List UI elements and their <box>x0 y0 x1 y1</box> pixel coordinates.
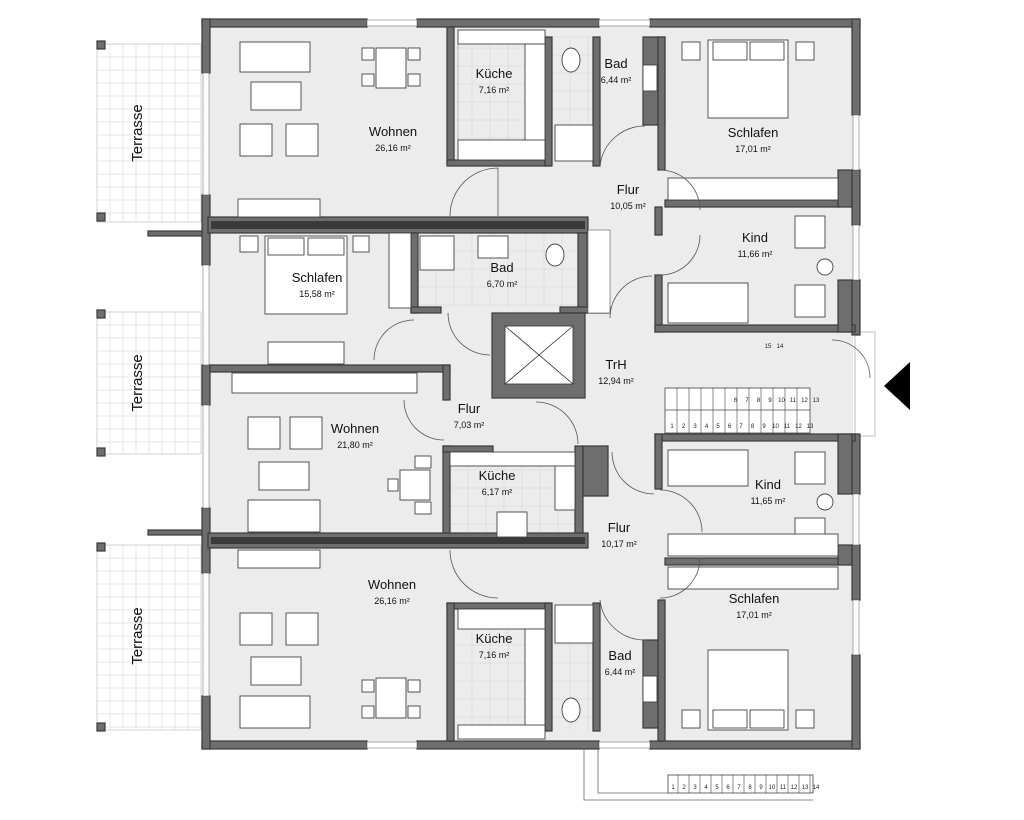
stair-step-number: 3 <box>693 424 697 430</box>
room-name: Bad <box>608 648 631 663</box>
stair-step-number: 9 <box>768 398 772 404</box>
terrace-label: Terrasse <box>129 104 146 162</box>
room-area: 10,05 m² <box>610 201 646 211</box>
stair-step-number: 12 <box>795 424 802 430</box>
terrace-grid-top <box>96 43 202 223</box>
exterior-walls <box>201 18 861 750</box>
room-name: Bad <box>604 56 627 71</box>
stair-step-number: 3 <box>693 785 697 791</box>
stair-step-number: 9 <box>759 785 763 791</box>
room-area: 6,70 m² <box>487 279 518 289</box>
stair-step-number: 11 <box>784 424 791 430</box>
stair-step-number: 6 <box>734 398 738 404</box>
room-name: Flur <box>617 182 640 197</box>
furniture <box>231 29 839 740</box>
stair-step-number: 4 <box>704 785 708 791</box>
entrance-arrow-icon <box>884 362 910 410</box>
interior-walls <box>207 26 856 742</box>
room-name: Wohnen <box>331 421 379 436</box>
terrace-grid-middle <box>96 311 202 455</box>
stair-step-number: 6 <box>726 785 730 791</box>
room-name: TrH <box>605 357 626 372</box>
stair-step-number: 5 <box>716 424 720 430</box>
stair-step-number: 13 <box>807 424 814 430</box>
stair-step-number: 10 <box>778 398 785 404</box>
room-area: 7,16 m² <box>479 650 510 660</box>
room-name: Küche <box>479 468 516 483</box>
exterior-stair <box>583 749 814 801</box>
stair-step-number: 13 <box>813 398 820 404</box>
room-name: Kind <box>742 230 768 245</box>
stair-step-number: 14 <box>777 344 784 350</box>
stair-step-number: 1 <box>670 424 674 430</box>
room-area: 12,94 m² <box>598 376 634 386</box>
room-name: Wohnen <box>369 124 417 139</box>
room-area: 15,58 m² <box>299 289 335 299</box>
stair-step-number: 4 <box>705 424 709 430</box>
stair-step-number: 13 <box>802 785 809 791</box>
room-area: 17,01 m² <box>736 610 772 620</box>
stair-step-number: 14 <box>813 785 820 791</box>
room-name: Küche <box>476 631 513 646</box>
room-name: Küche <box>476 66 513 81</box>
doors <box>373 125 871 641</box>
room-area: 7,16 m² <box>479 85 510 95</box>
terrace-grid-bottom <box>96 544 202 731</box>
windows <box>202 19 860 749</box>
stair-step-number: 10 <box>769 785 776 791</box>
room-area: 21,80 m² <box>337 440 373 450</box>
stair-step-number: 7 <box>739 424 743 430</box>
terrace-label: Terrasse <box>129 607 146 665</box>
stair-step-number: 8 <box>748 785 752 791</box>
room-area: 6,44 m² <box>601 75 632 85</box>
staircase <box>664 387 811 434</box>
stair-step-number: 7 <box>737 785 741 791</box>
stair-step-number: 5 <box>715 785 719 791</box>
stair-step-number: 8 <box>757 398 761 404</box>
room-area: 7,03 m² <box>454 420 485 430</box>
stair-step-number: 10 <box>772 424 779 430</box>
stair-step-number: 9 <box>762 424 766 430</box>
room-area: 6,17 m² <box>482 487 513 497</box>
room-area: 11,66 m² <box>738 249 773 259</box>
stair-step-number: 15 <box>765 344 772 350</box>
room-area: 11,65 m² <box>751 496 786 506</box>
room-name: Schlafen <box>729 591 780 606</box>
room-area: 17,01 m² <box>735 144 771 154</box>
room-name: Bad <box>490 260 513 275</box>
stair-step-number: 2 <box>682 424 686 430</box>
room-area: 6,44 m² <box>605 667 636 677</box>
room-name: Flur <box>608 520 631 535</box>
room-area: 26,16 m² <box>375 143 411 153</box>
room-area: 10,17 m² <box>601 539 637 549</box>
stair-step-number: 8 <box>751 424 755 430</box>
room-name: Wohnen <box>368 577 416 592</box>
stair-step-number: 7 <box>745 398 749 404</box>
stair-step-number: 11 <box>780 785 787 791</box>
stair-step-number: 11 <box>790 398 797 404</box>
stair-step-number: 6 <box>728 424 732 430</box>
stair-step-number: 12 <box>801 398 808 404</box>
room-name: Kind <box>755 477 781 492</box>
room-name: Flur <box>458 401 481 416</box>
room-area: 26,16 m² <box>374 596 410 606</box>
stair-step-number: 1 <box>671 785 675 791</box>
room-name: Schlafen <box>728 125 779 140</box>
stair-step-number: 2 <box>682 785 686 791</box>
terrace-label: Terrasse <box>129 354 146 412</box>
room-name: Schlafen <box>292 270 343 285</box>
stair-step-number: 12 <box>791 785 798 791</box>
